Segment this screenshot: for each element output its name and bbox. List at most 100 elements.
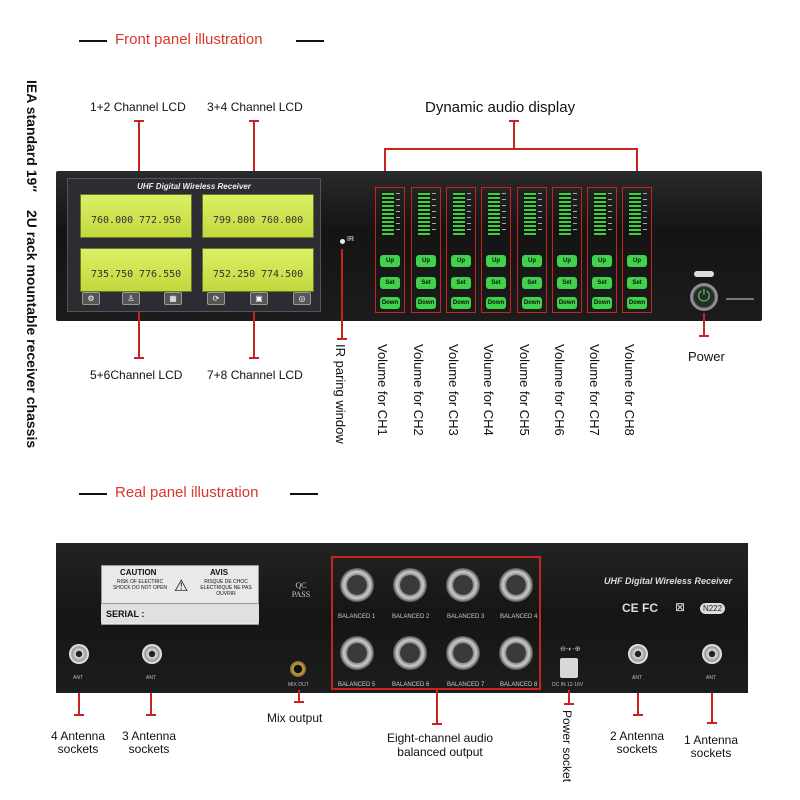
ir-dot-icon [340, 239, 345, 244]
lcd-value: 774.500 [261, 269, 304, 280]
qc-text: QC [295, 581, 307, 590]
xlr-connector-icon[interactable] [340, 568, 374, 602]
up-button[interactable]: Up [416, 255, 436, 267]
leader-dynamic-bar [384, 148, 638, 150]
up-button[interactable]: Up [380, 255, 400, 267]
grid-icon[interactable]: ▦ [164, 292, 182, 305]
balanced-label: BALANCED 4 [500, 614, 538, 620]
power-button[interactable]: ⏻ [690, 283, 718, 311]
sync-icon[interactable]: ⟳ [207, 292, 225, 305]
label-ant2: 2 Antenna sockets [609, 729, 665, 756]
xlr-connector-icon[interactable] [446, 636, 480, 670]
leader-cap-ir [337, 338, 347, 340]
down-button[interactable]: Down [486, 297, 506, 309]
up-button[interactable]: Up [627, 255, 647, 267]
down-button[interactable]: Down [627, 297, 647, 309]
dc-socket[interactable] [560, 658, 578, 678]
down-button[interactable]: Down [451, 297, 471, 309]
xlr-connector-icon[interactable] [340, 636, 374, 670]
dc-label: DC IN 12-16V [552, 682, 584, 688]
meter-ticks [573, 193, 577, 235]
person-icon[interactable]: ♙ [122, 292, 140, 305]
balanced-label: BALANCED 8 [500, 682, 538, 688]
set-button[interactable]: Set [522, 277, 542, 289]
leader-cap-power [699, 335, 709, 337]
leader-ant1 [711, 693, 713, 723]
channel-strip-1: Up Set Down [375, 187, 405, 313]
mix-output-jack[interactable] [290, 661, 306, 677]
leader-balanced [436, 690, 438, 724]
xlr-connector-icon[interactable] [393, 568, 427, 602]
set-button[interactable]: Set [592, 277, 612, 289]
settings-icon[interactable]: ⚙ [82, 292, 100, 305]
label-power-socket: Power socket [560, 710, 574, 783]
label-volume-ch4: Volume for CH4 [481, 344, 496, 436]
set-button[interactable]: Set [451, 277, 471, 289]
label-volume-ch3: Volume for CH3 [446, 344, 461, 436]
down-button[interactable]: Down [522, 297, 542, 309]
lcd-display-12: 760.000 772.950 [80, 194, 192, 238]
label-mix-output: Mix output [267, 711, 323, 725]
lock-icon[interactable]: ▣ [250, 292, 268, 305]
meter-ticks [467, 193, 471, 235]
label-ant3: 3 Antenna sockets [121, 729, 177, 756]
leader-cap-ant4 [74, 714, 84, 716]
rear-title-rule-right [290, 493, 318, 495]
label-ir-window: IR paring window [333, 344, 348, 444]
ant-label: ANT [706, 675, 716, 681]
balanced-label: BALANCED 1 [338, 614, 376, 620]
down-button[interactable]: Down [557, 297, 577, 309]
antenna-socket-2[interactable] [628, 644, 648, 664]
level-meter-icon [594, 193, 606, 235]
balanced-label: BALANCED 6 [392, 682, 430, 688]
antenna-socket-1[interactable] [702, 644, 722, 664]
warning-icon: ⚠ [174, 578, 189, 595]
qc-sticker: QC PASS [289, 581, 313, 599]
lcd-value: 760.000 [91, 215, 134, 226]
ant-label: ANT [632, 675, 642, 681]
meter-ticks [432, 193, 436, 235]
level-meter-icon [524, 193, 536, 235]
channel-strip-7: Up Set Down [587, 187, 617, 313]
rear-title-rule-left [79, 493, 107, 495]
antenna-socket-4[interactable] [69, 644, 89, 664]
side-label-standard: IEA standard 19″ [24, 80, 40, 192]
level-meter-icon [629, 193, 641, 235]
up-button[interactable]: Up [486, 255, 506, 267]
down-button[interactable]: Down [416, 297, 436, 309]
set-button[interactable]: Set [557, 277, 577, 289]
antenna-socket-3[interactable] [142, 644, 162, 664]
label-volume-ch8: Volume for CH8 [622, 344, 637, 436]
xlr-connector-icon[interactable] [499, 568, 533, 602]
globe-icon[interactable]: ◎ [293, 292, 311, 305]
leader-cap-ant1 [707, 722, 717, 724]
label-lcd-56: 5+6Channel LCD [90, 368, 183, 382]
down-button[interactable]: Down [380, 297, 400, 309]
set-button[interactable]: Set [627, 277, 647, 289]
lcd-value: 760.000 [261, 215, 304, 226]
leader-cap-balanced [432, 723, 442, 725]
set-button[interactable]: Set [380, 277, 400, 289]
channel-strip-5: Up Set Down [517, 187, 547, 313]
leader-cap-lcd78 [249, 357, 259, 359]
xlr-connector-icon[interactable] [446, 568, 480, 602]
level-meter-icon [559, 193, 571, 235]
label-volume-ch6: Volume for CH6 [552, 344, 567, 436]
xlr-connector-icon[interactable] [499, 636, 533, 670]
rear-brand: UHF Digital Wireless Receiver [604, 576, 732, 586]
lcd-value: 752.250 [213, 269, 256, 280]
weee-icon: ⊠ [675, 600, 686, 614]
up-button[interactable]: Up [557, 255, 577, 267]
label-lcd-34: 3+4 Channel LCD [207, 100, 303, 114]
leader-lcd12 [138, 120, 140, 190]
lcd-display-78: 752.250 774.500 [202, 248, 314, 292]
up-button[interactable]: Up [592, 255, 612, 267]
up-button[interactable]: Up [522, 255, 542, 267]
set-button[interactable]: Set [416, 277, 436, 289]
xlr-connector-icon[interactable] [393, 636, 427, 670]
down-button[interactable]: Down [592, 297, 612, 309]
pass-text: PASS [291, 590, 311, 599]
up-button[interactable]: Up [451, 255, 471, 267]
set-button[interactable]: Set [486, 277, 506, 289]
ir-mark: IR [347, 236, 354, 243]
